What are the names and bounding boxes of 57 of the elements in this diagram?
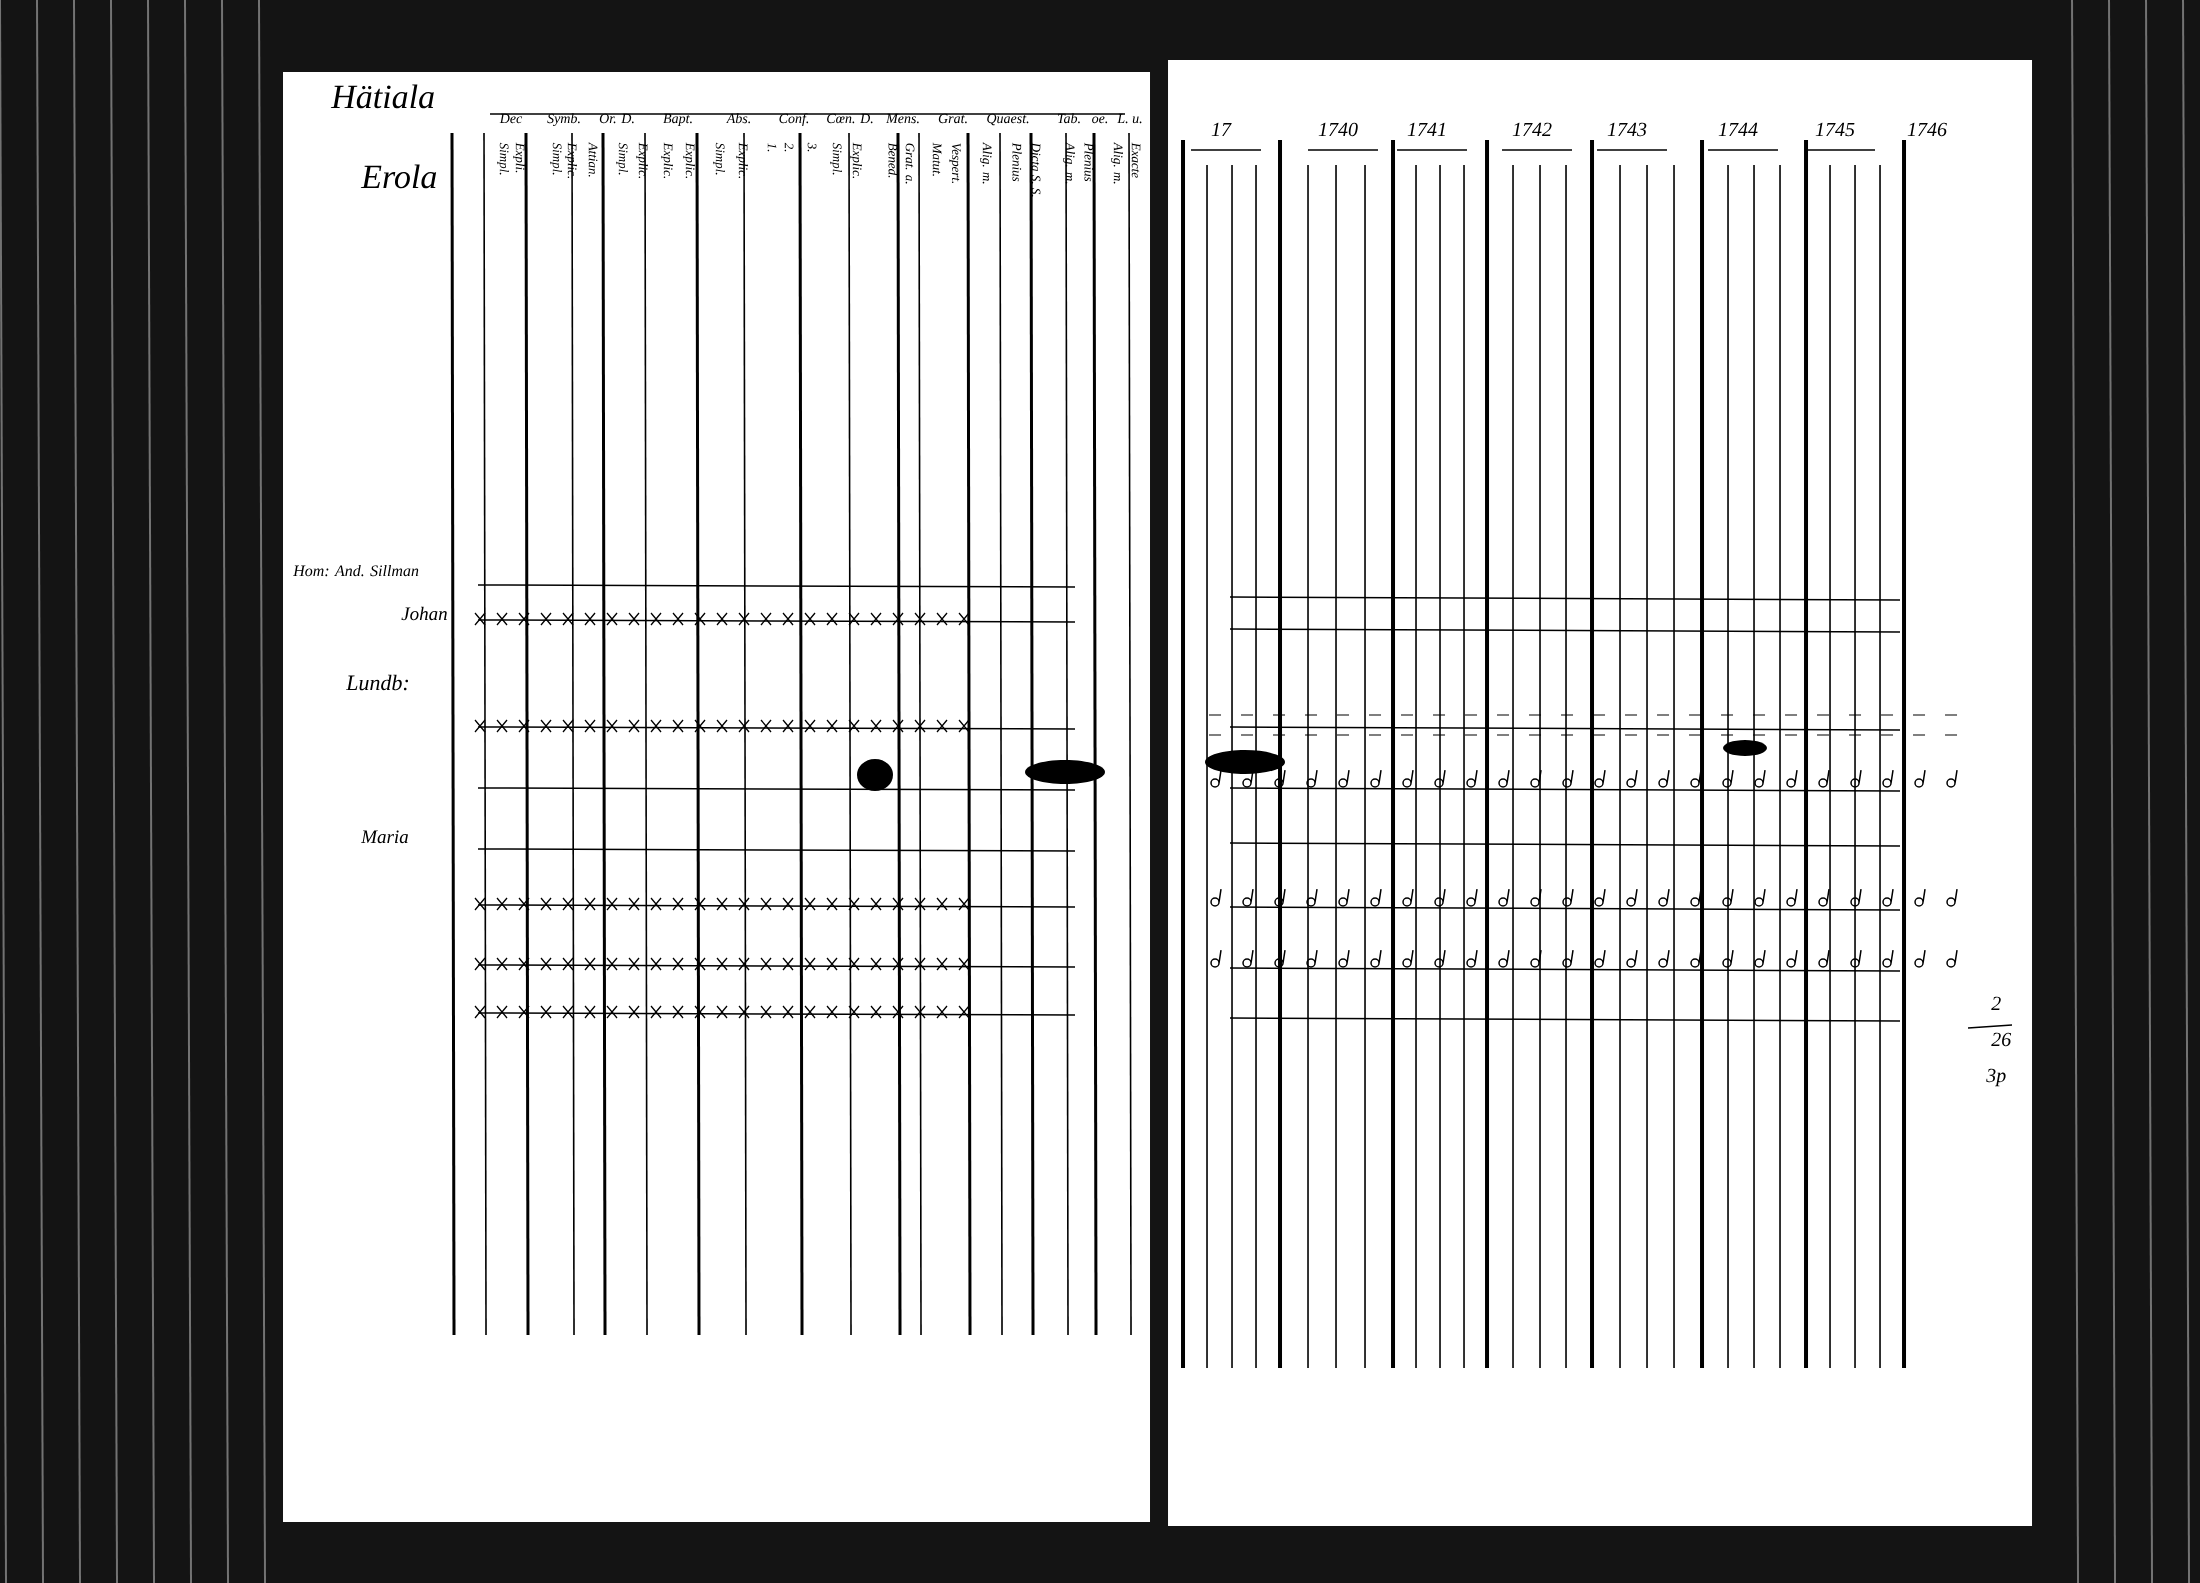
column-header: Simpl. (497, 142, 509, 175)
column-header: Symb. (547, 113, 580, 127)
column-header: Mens. (885, 113, 919, 124)
column-header: Alig. m. (1111, 142, 1123, 184)
column-header: Attian. (588, 142, 598, 177)
column-header: Grat. a. (905, 143, 915, 184)
year-label: 1742 (1512, 122, 1552, 136)
column-header: Simpl. (616, 142, 628, 175)
column-header: oe. (1092, 116, 1108, 124)
handwritten-name: Maria (361, 830, 408, 844)
column-header: Exacte (1131, 142, 1141, 178)
handwritten-name: Johan (401, 606, 447, 621)
column-header: Tab. (1057, 113, 1080, 124)
column-header: Vespert. (949, 143, 961, 184)
column-header: Alig. m. (980, 142, 992, 184)
tally-number: 2 (1991, 996, 2001, 1010)
column-header: Explic. (850, 142, 862, 178)
column-header: 1. (767, 143, 777, 152)
column-header: Bened. (888, 142, 898, 178)
column-header: 2. (784, 142, 794, 152)
column-header: Simpl. (550, 142, 562, 175)
column-header: L. u. (1117, 113, 1142, 124)
column-header: Simpl. (830, 142, 842, 175)
column-header: Grat. (938, 113, 967, 124)
column-header: Simpl. (713, 142, 725, 175)
column-header: Plenius (1012, 142, 1022, 182)
column-header: Cœn. D. (827, 113, 873, 124)
year-label: 1741 (1407, 122, 1445, 136)
column-header: Quaest. (987, 113, 1029, 126)
column-header: Dec (499, 113, 523, 124)
column-header: Explic. (636, 142, 648, 178)
column-header: Bapt. (663, 113, 692, 126)
handwritten-name: Hom: And. Sillman (293, 564, 419, 577)
year-label: 1743 (1607, 122, 1647, 137)
handwritten-name: Hätiala (330, 84, 434, 109)
tally-number: 3p (1986, 1068, 2006, 1087)
year-label: 1745 (1815, 122, 1855, 137)
column-header: Alig. m. (1063, 142, 1075, 184)
handwritten-name: Lundb: (345, 674, 408, 691)
column-header: Conf. (779, 113, 809, 126)
column-header: Matut. (932, 142, 942, 176)
column-header: Explic. (661, 142, 673, 178)
handwritten-name: Erola (360, 164, 437, 189)
column-header: Plenius (1084, 142, 1094, 182)
year-label: 1740 (1318, 122, 1358, 137)
column-header: Explic. (565, 142, 577, 178)
tally-number: 26 (1991, 1032, 2012, 1047)
column-header: 3. (807, 142, 817, 152)
year-label: 17 (1211, 122, 1232, 136)
column-header: Dicta S. S. (1031, 142, 1041, 197)
column-header: Explic. (736, 142, 748, 178)
column-header: Or. D. (599, 113, 634, 124)
column-header: Abs. (726, 113, 750, 124)
column-header: Explic. (683, 142, 695, 178)
year-label: 1746 (1907, 122, 1947, 137)
year-label: 1744 (1718, 122, 1758, 136)
column-header: Expli. (513, 142, 525, 173)
